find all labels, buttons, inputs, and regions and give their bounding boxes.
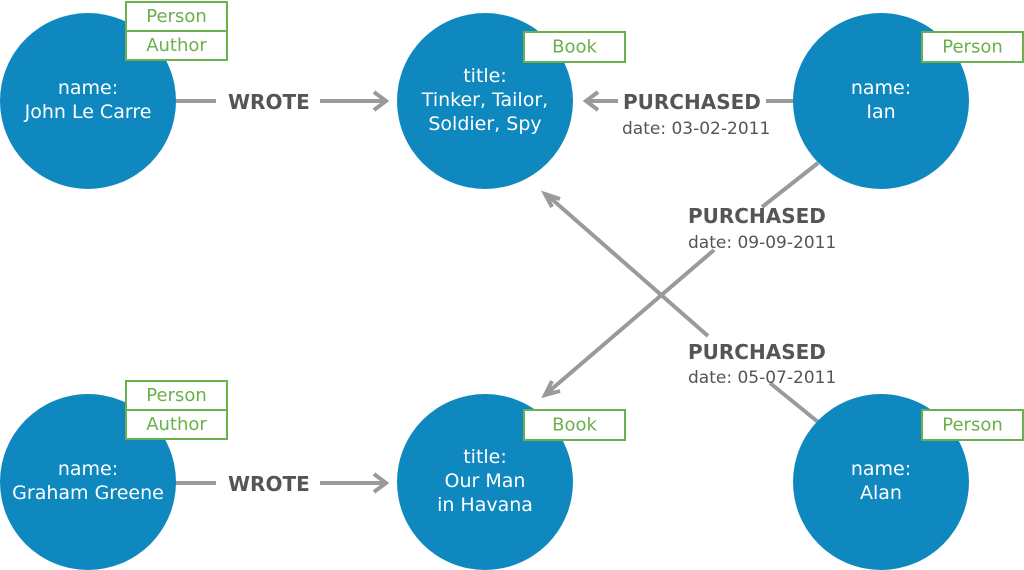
edge-graham-wrote-havana: WROTE (175, 472, 390, 496)
label-badge-author (125, 409, 228, 440)
node-property-key: title: (463, 65, 507, 87)
node-john-le-carre[interactable]: name: John Le Carre Person Author (0, 1, 228, 189)
label-text-person: Person (146, 6, 207, 27)
label-text-book: Book (552, 415, 597, 436)
edge-ian-purchased-havana: PURCHASED date: 09-09-2011 (541, 161, 836, 399)
node-property-value: Our Man (445, 470, 526, 492)
relationship-type: PURCHASED (688, 340, 826, 364)
edge-alan-purchased-tinker: PURCHASED date: 05-07-2011 (540, 190, 836, 424)
node-tinker-tailor[interactable]: title: Tinker, Tailor, Soldier, Spy Book (397, 13, 626, 189)
edges: WROTE PURCHASED date: 03-02-2011 PURCHAS… (175, 90, 836, 496)
node-graham-greene[interactable]: name: Graham Greene Person Author (0, 380, 228, 570)
node-property-value: Ian (866, 101, 895, 123)
relationship-property: date: 09-09-2011 (688, 233, 836, 253)
label-text-author: Author (146, 35, 207, 56)
node-alan[interactable]: name: Alan Person (793, 394, 1024, 570)
node-property-key: name: (851, 77, 911, 99)
label-text-person: Person (146, 385, 207, 406)
label-badge-person (125, 380, 228, 411)
arrow-head (540, 190, 561, 208)
label-badge-author (125, 30, 228, 61)
node-our-man-in-havana[interactable]: title: Our Man in Havana Book (397, 394, 626, 570)
arrow-head (582, 90, 600, 112)
arrow-head (541, 380, 561, 399)
relationship-type: WROTE (228, 90, 310, 114)
node-property-value: Alan (860, 482, 902, 504)
node-property-key: title: (463, 446, 507, 468)
label-text-book: Book (552, 37, 597, 58)
edge-line (768, 381, 820, 424)
edge-line (544, 248, 716, 396)
edge-line (544, 192, 710, 338)
label-text-author: Author (146, 414, 207, 435)
edge-john-wrote-tinker: WROTE (175, 90, 390, 114)
relationship-type: PURCHASED (688, 204, 826, 228)
arrow-head (372, 472, 390, 494)
label-badge-person (921, 31, 1024, 63)
label-badge-book (523, 409, 626, 441)
relationship-type: PURCHASED (623, 90, 761, 114)
edge-line (760, 161, 820, 209)
relationship-property: date: 03-02-2011 (622, 119, 770, 139)
node-property-value: Graham Greene (12, 482, 164, 504)
label-badge-book (523, 31, 626, 63)
node-property-value: Tinker, Tailor, (421, 89, 548, 111)
edge-ian-purchased-tinker: PURCHASED date: 03-02-2011 (582, 90, 795, 139)
node-property-value: John Le Carre (24, 101, 152, 123)
node-property-key: name: (851, 458, 911, 480)
arrow-head (372, 90, 390, 112)
label-text-person: Person (942, 415, 1003, 436)
relationship-type: WROTE (228, 472, 310, 496)
node-property-key: name: (58, 77, 118, 99)
label-text-person: Person (942, 37, 1003, 58)
node-property-value: in Havana (437, 494, 533, 516)
label-badge-person (921, 409, 1024, 441)
relationship-property: date: 05-07-2011 (688, 368, 836, 388)
node-property-key: name: (58, 458, 118, 480)
node-property-value: Soldier, Spy (428, 113, 541, 135)
node-ian[interactable]: name: Ian Person (793, 13, 1024, 189)
